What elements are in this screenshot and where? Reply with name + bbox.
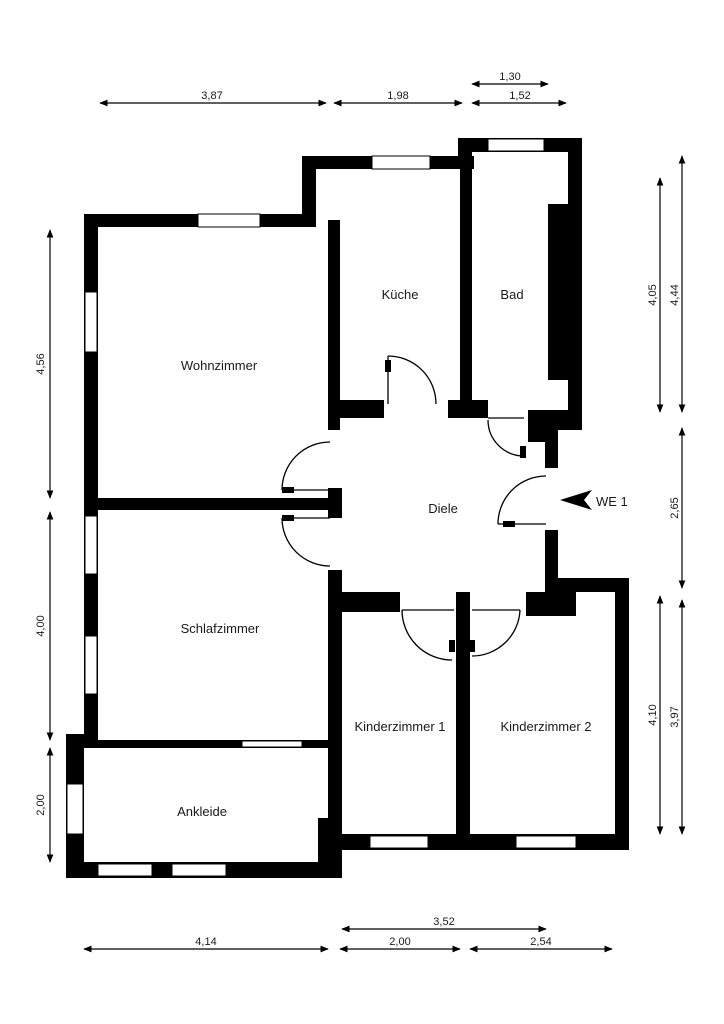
entrance-arrow-icon bbox=[560, 490, 592, 510]
walls bbox=[66, 138, 629, 878]
dim-right-kinder-inner: 4,10 bbox=[647, 704, 659, 725]
dim-left-schlafzimmer: 4,00 bbox=[35, 615, 47, 636]
room-label-kueche: Küche bbox=[382, 287, 419, 302]
dim-bottom-kinder-total: 3,52 bbox=[433, 916, 454, 928]
room-label-schlafzimmer: Schlafzimmer bbox=[181, 621, 260, 636]
dim-bottom-kinder1: 2,00 bbox=[389, 936, 410, 948]
room-label-bad: Bad bbox=[500, 287, 523, 302]
room-label-kinderzimmer-1: Kinderzimmer 1 bbox=[354, 719, 445, 734]
dim-right-bad-outer: 4,44 bbox=[669, 284, 681, 305]
dim-bottom-kinder2: 2,54 bbox=[530, 936, 551, 948]
dim-left-wohnzimmer: 4,56 bbox=[35, 353, 47, 374]
dimension-lines bbox=[46, 80, 686, 953]
dim-left-ankleide: 2,00 bbox=[35, 794, 47, 815]
room-label-kinderzimmer-2: Kinderzimmer 2 bbox=[500, 719, 591, 734]
dim-top-kueche: 1,98 bbox=[387, 90, 408, 102]
dim-top-wohnzimmer: 3,87 bbox=[201, 90, 222, 102]
dim-right-kinder-outer: 3,97 bbox=[669, 706, 681, 727]
room-label-ankleide: Ankleide bbox=[177, 804, 227, 819]
dim-top-bad-inner: 1,30 bbox=[499, 71, 520, 83]
dim-top-bad-outer: 1,52 bbox=[509, 90, 530, 102]
windows bbox=[66, 138, 577, 877]
room-label-diele: Diele bbox=[428, 501, 458, 516]
entrance-label: WE 1 bbox=[596, 494, 628, 509]
dim-right-diele: 2,65 bbox=[669, 497, 681, 518]
dim-bottom-ankleide: 4,14 bbox=[195, 936, 216, 948]
dim-right-bad-inner: 4,05 bbox=[647, 284, 659, 305]
doors bbox=[281, 355, 547, 661]
room-label-wohnzimmer: Wohnzimmer bbox=[181, 358, 258, 373]
